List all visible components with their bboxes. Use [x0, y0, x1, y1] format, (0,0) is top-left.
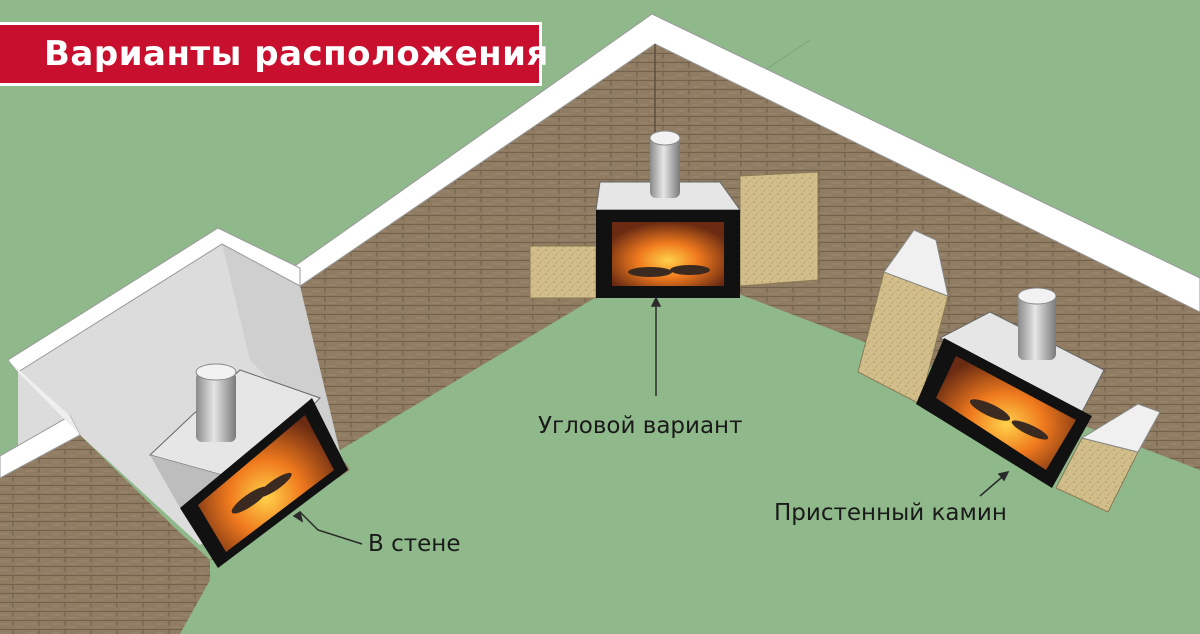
label-wall-mounted: Пристенный камин	[774, 500, 1007, 526]
fireplace-corner	[529, 130, 819, 299]
callout-line-in-wall	[299, 511, 363, 545]
fire-logs	[231, 472, 292, 514]
label-in-wall: В стене	[368, 531, 461, 557]
fireplace-wall-mounted	[857, 229, 1161, 513]
chimney-pipe	[1018, 296, 1056, 360]
callout-lines	[292, 296, 1010, 545]
corner-side-panel-right	[739, 171, 819, 287]
corner-side-panel-left	[529, 245, 597, 299]
page-title: Варианты расположения	[44, 34, 549, 74]
label-corner: Угловой вариант	[538, 413, 743, 439]
title-banner: Варианты расположения	[0, 22, 548, 86]
chimney-pipe	[196, 372, 236, 442]
chimney-pipe	[650, 138, 680, 198]
fireplace-in-wall	[149, 363, 348, 568]
